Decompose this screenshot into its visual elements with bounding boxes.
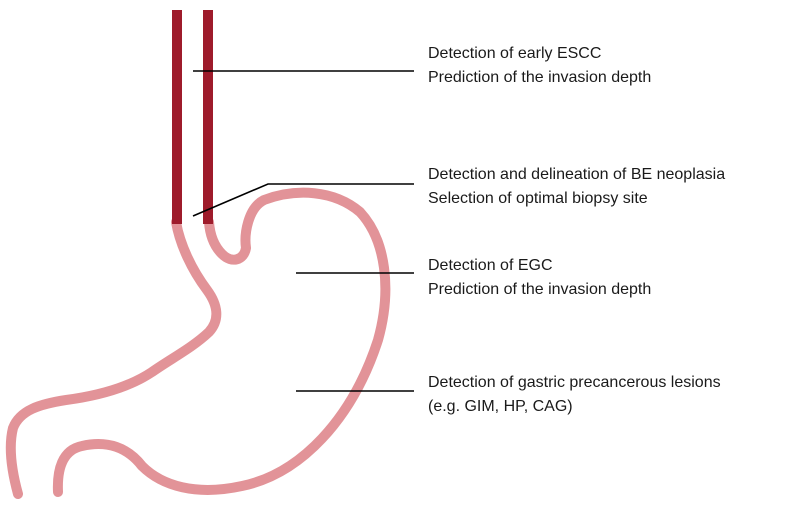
annotation-egc-line2: Prediction of the invasion depth <box>428 278 651 302</box>
annotation-be-line1: Detection and delineation of BE neoplasi… <box>428 163 725 187</box>
annotation-be-line2: Selection of optimal biopsy site <box>428 187 725 211</box>
stomach-outline <box>11 193 386 494</box>
annotation-precancerous-lesions: Detection of gastric precancerous lesion… <box>428 371 721 419</box>
annotation-escc-line2: Prediction of the invasion depth <box>428 66 651 90</box>
annotation-egc: Detection of EGC Prediction of the invas… <box>428 254 651 302</box>
stomach-outer-wall <box>11 222 217 494</box>
annotation-egc-line1: Detection of EGC <box>428 254 651 278</box>
annotation-precancerous-line2: (e.g. GIM, HP, CAG) <box>428 395 721 419</box>
annotation-precancerous-line1: Detection of gastric precancerous lesion… <box>428 371 721 395</box>
annotation-escc-line1: Detection of early ESCC <box>428 42 651 66</box>
annotation-escc: Detection of early ESCC Prediction of th… <box>428 42 651 90</box>
esophagus <box>177 10 208 224</box>
stomach-inner-wall <box>58 193 385 492</box>
annotation-be-neoplasia: Detection and delineation of BE neoplasi… <box>428 163 725 211</box>
